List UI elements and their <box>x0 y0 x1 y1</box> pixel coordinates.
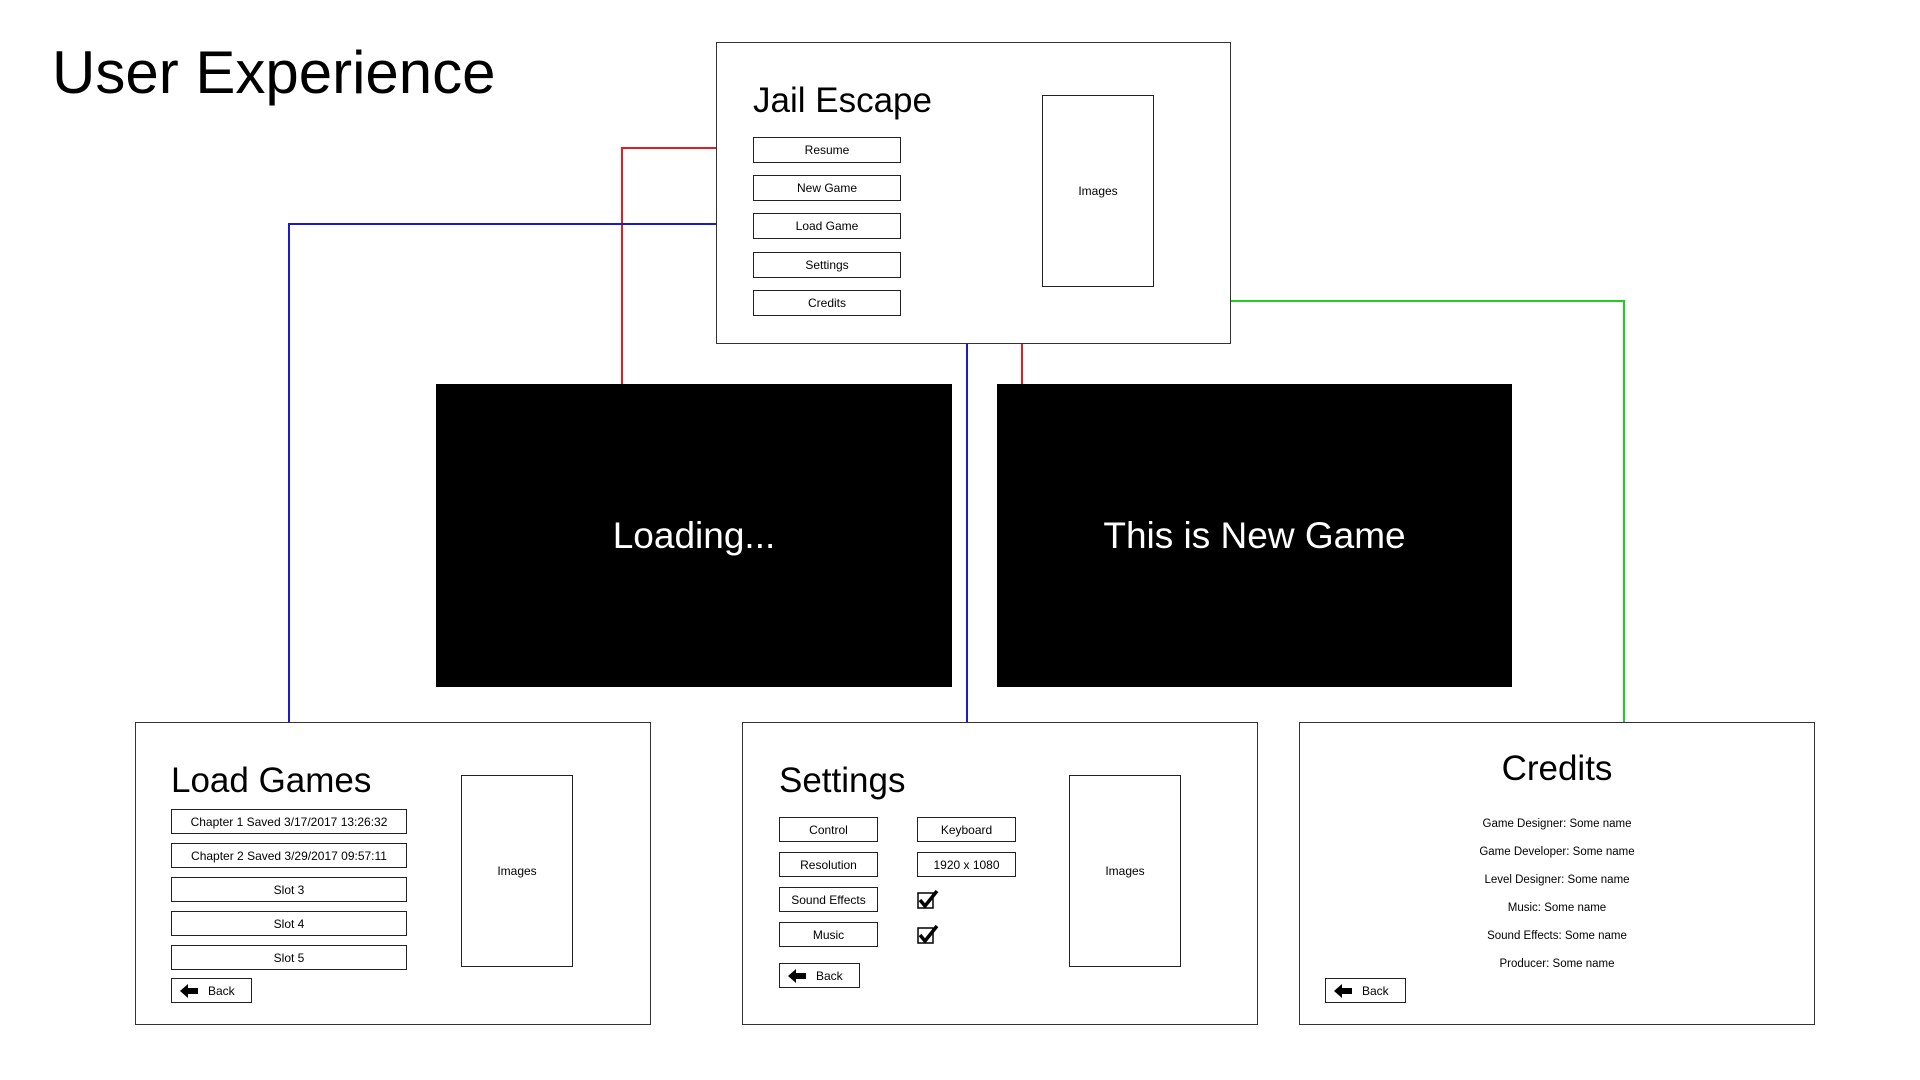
back-button[interactable]: Back <box>171 978 252 1003</box>
back-label: Back <box>208 983 235 998</box>
save-slot-5[interactable]: Slot 5 <box>171 945 407 970</box>
back-label: Back <box>816 968 843 983</box>
resolution-button[interactable]: Resolution <box>779 852 878 877</box>
credit-game-developer: Game Developer: Some name <box>1479 846 1635 858</box>
back-arrow-icon <box>1334 983 1352 998</box>
settings-button[interactable]: Settings <box>753 252 901 278</box>
page-title: User Experience <box>52 39 496 106</box>
new-game-screen: This is New Game <box>997 384 1512 687</box>
credit-level-designer: Level Designer: Some name <box>1484 874 1630 886</box>
settings-panel: Settings Control Keyboard Resolution 192… <box>742 722 1258 1025</box>
back-label: Back <box>1362 983 1389 998</box>
loading-screen: Loading... <box>436 384 952 687</box>
sound-effects-checkbox[interactable] <box>917 889 939 911</box>
save-slot-3[interactable]: Slot 3 <box>171 877 407 902</box>
save-slot-1[interactable]: Chapter 1 Saved 3/17/2017 13:26:32 <box>171 809 407 834</box>
credit-game-designer: Game Designer: Some name <box>1482 818 1632 830</box>
main-menu-title: Jail Escape <box>753 81 932 120</box>
connector-resume-to-loading <box>621 147 752 384</box>
load-games-image-placeholder: Images <box>461 775 573 967</box>
music-button[interactable]: Music <box>779 922 878 947</box>
credit-producer: Producer: Some name <box>1499 958 1615 970</box>
credits-panel: Credits Game Designer: Some name Game De… <box>1299 722 1815 1025</box>
load-games-title: Load Games <box>171 761 372 800</box>
new-game-text: This is New Game <box>1103 514 1406 556</box>
checkmark-icon <box>917 889 939 909</box>
settings-title: Settings <box>779 761 906 800</box>
credits-button[interactable]: Credits <box>753 290 901 316</box>
loading-text: Loading... <box>612 514 776 556</box>
save-slot-4[interactable]: Slot 4 <box>171 911 407 936</box>
settings-image-placeholder: Images <box>1069 775 1181 967</box>
new-game-button[interactable]: New Game <box>753 175 901 201</box>
back-arrow-icon <box>788 968 806 983</box>
back-button[interactable]: Back <box>1325 978 1406 1003</box>
main-menu-panel: Jail Escape Resume New Game Load Game Se… <box>716 42 1231 344</box>
credit-sound-effects: Sound Effects: Some name <box>1487 930 1627 942</box>
control-button[interactable]: Control <box>779 817 878 842</box>
resume-button[interactable]: Resume <box>753 137 901 163</box>
credit-music: Music: Some name <box>1507 902 1607 914</box>
credits-title: Credits <box>1501 749 1613 788</box>
music-checkbox[interactable] <box>917 924 939 946</box>
load-game-button[interactable]: Load Game <box>753 213 901 239</box>
main-menu-image-placeholder: Images <box>1042 95 1154 287</box>
sound-effects-button[interactable]: Sound Effects <box>779 887 878 912</box>
connector-loadgame-to-loadgames <box>288 223 752 722</box>
load-games-panel: Load Games Chapter 1 Saved 3/17/2017 13:… <box>135 722 651 1025</box>
save-slot-2[interactable]: Chapter 2 Saved 3/29/2017 09:57:11 <box>171 843 407 868</box>
back-arrow-icon <box>180 983 198 998</box>
checkmark-icon <box>917 924 939 944</box>
back-button[interactable]: Back <box>779 963 860 988</box>
control-value-keyboard[interactable]: Keyboard <box>917 817 1016 842</box>
resolution-value[interactable]: 1920 x 1080 <box>917 852 1016 877</box>
